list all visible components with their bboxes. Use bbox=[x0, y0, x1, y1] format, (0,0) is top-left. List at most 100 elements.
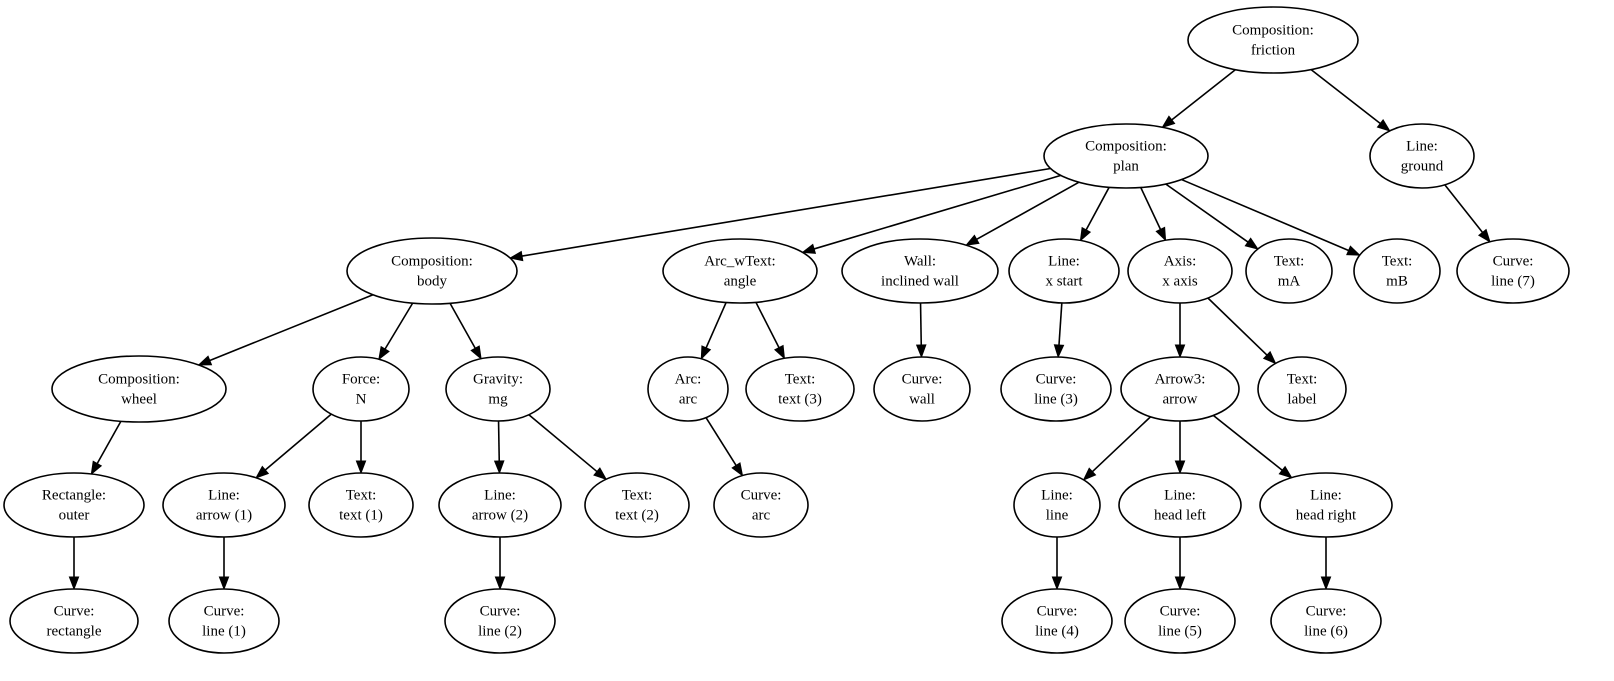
node-label-type: Text: bbox=[1382, 253, 1413, 269]
node-label-type: Line: bbox=[1041, 487, 1073, 503]
node-ellipse[interactable] bbox=[438, 472, 562, 538]
graph-node-x-axis[interactable]: Axis:x axis bbox=[1127, 238, 1233, 304]
node-label-name: body bbox=[417, 273, 448, 289]
node-ellipse[interactable] bbox=[1245, 238, 1333, 304]
node-ellipse[interactable] bbox=[168, 588, 280, 654]
graph-node-curve-arc[interactable]: Curve:arc bbox=[713, 472, 809, 538]
graph-node-inclined-wall[interactable]: Wall:inclined wall bbox=[841, 238, 999, 304]
node-ellipse[interactable] bbox=[873, 356, 971, 422]
node-ellipse[interactable] bbox=[713, 472, 809, 538]
node-label-name: inclined wall bbox=[881, 273, 959, 289]
graph-node-curve-rect[interactable]: Curve:rectangle bbox=[9, 588, 139, 654]
graph-node-arrow-1[interactable]: Line:arrow (1) bbox=[162, 472, 286, 538]
graph-node-arrow3[interactable]: Arrow3:arrow bbox=[1120, 356, 1240, 422]
node-label-name: friction bbox=[1251, 42, 1296, 58]
node-ellipse[interactable] bbox=[308, 472, 414, 538]
graph-edge bbox=[705, 302, 727, 349]
graph-node-text-mB[interactable]: Text: mB bbox=[1353, 238, 1441, 304]
node-ellipse[interactable] bbox=[445, 356, 551, 422]
node-ellipse[interactable] bbox=[162, 472, 286, 538]
graph-node-curve-wall[interactable]: Curve:wall bbox=[873, 356, 971, 422]
graph-edge-arrowhead bbox=[197, 355, 213, 366]
graph-node-curve-line-1[interactable]: Curve:line (1) bbox=[168, 588, 280, 654]
node-ellipse[interactable] bbox=[1270, 588, 1382, 654]
node-ellipse[interactable] bbox=[1043, 123, 1209, 189]
node-ellipse[interactable] bbox=[1259, 472, 1393, 538]
node-ellipse[interactable] bbox=[647, 356, 729, 422]
node-ellipse[interactable] bbox=[1118, 472, 1242, 538]
node-label-type: Gravity: bbox=[473, 371, 523, 387]
node-ellipse[interactable] bbox=[1000, 356, 1112, 422]
graph-edge-arrowhead bbox=[90, 460, 103, 476]
graph-node-x-start[interactable]: Line:x start bbox=[1008, 238, 1120, 304]
node-ellipse[interactable] bbox=[1369, 123, 1475, 189]
node-label-type: Text: bbox=[1274, 253, 1305, 269]
node-ellipse[interactable] bbox=[3, 472, 145, 538]
node-label-name: line (2) bbox=[478, 623, 522, 639]
graph-node-curve-line-2[interactable]: Curve:line (2) bbox=[444, 588, 556, 654]
node-ellipse[interactable] bbox=[1124, 588, 1236, 654]
node-label-type: Arc: bbox=[675, 371, 702, 387]
node-ellipse[interactable] bbox=[584, 472, 690, 538]
graph-node-body[interactable]: Composition:body bbox=[346, 237, 518, 305]
node-ellipse[interactable] bbox=[1257, 356, 1347, 422]
graph-node-text-2[interactable]: Text:text (2) bbox=[584, 472, 690, 538]
graph-node-text-1[interactable]: Text:text (1) bbox=[308, 472, 414, 538]
node-ellipse[interactable] bbox=[745, 356, 855, 422]
graph-node-line-line[interactable]: Line:line bbox=[1013, 472, 1101, 538]
graph-edge bbox=[1310, 68, 1381, 125]
node-ellipse[interactable] bbox=[1001, 588, 1113, 654]
graph-node-friction[interactable]: Composition:friction bbox=[1187, 6, 1359, 74]
graph-edge bbox=[1181, 178, 1349, 252]
graph-node-head-right[interactable]: Line:head right bbox=[1259, 472, 1393, 538]
node-label-name: wall bbox=[909, 391, 935, 407]
graph-node-force-N[interactable]: Force:N bbox=[312, 356, 410, 422]
graph-edge-arrowhead bbox=[494, 576, 506, 591]
node-ellipse[interactable] bbox=[1456, 238, 1570, 304]
node-ellipse[interactable] bbox=[51, 355, 227, 423]
graph-edge bbox=[755, 301, 780, 349]
node-ellipse[interactable] bbox=[662, 238, 818, 304]
node-ellipse[interactable] bbox=[1127, 238, 1233, 304]
graph-node-rectangle[interactable]: Rectangle:outer bbox=[3, 472, 145, 538]
graph-edge bbox=[1171, 68, 1236, 121]
node-ellipse[interactable] bbox=[1187, 6, 1359, 74]
node-ellipse[interactable] bbox=[1353, 238, 1441, 304]
graph-node-gravity-mg[interactable]: Gravity:mg bbox=[445, 356, 551, 422]
node-ellipse[interactable] bbox=[346, 237, 518, 305]
graph-node-curve-line-4[interactable]: Curve:line (4) bbox=[1001, 588, 1113, 654]
node-ellipse[interactable] bbox=[9, 588, 139, 654]
node-label-name: line (1) bbox=[202, 623, 246, 639]
graph-edge-arrowhead bbox=[1051, 576, 1063, 591]
graph-node-line-3[interactable]: Curve:line (3) bbox=[1000, 356, 1112, 422]
graph-node-line-7[interactable]: Curve:line (7) bbox=[1456, 238, 1570, 304]
graph-node-wheel[interactable]: Composition:wheel bbox=[51, 355, 227, 423]
node-ellipse[interactable] bbox=[1120, 356, 1240, 422]
node-label-name: x start bbox=[1045, 273, 1083, 289]
graph-node-arc[interactable]: Arc:arc bbox=[647, 356, 729, 422]
graph-node-curve-line-6[interactable]: Curve:line (6) bbox=[1270, 588, 1382, 654]
graph-edge bbox=[1091, 416, 1152, 473]
node-ellipse[interactable] bbox=[312, 356, 410, 422]
graph-node-plan[interactable]: Composition:plan bbox=[1043, 123, 1209, 189]
node-ellipse[interactable] bbox=[1013, 472, 1101, 538]
node-label-name: mB bbox=[1386, 273, 1408, 289]
node-label-name: arrow (2) bbox=[472, 507, 528, 523]
graph-node-angle[interactable]: Arc_wText:angle bbox=[662, 238, 818, 304]
node-label-type: Line: bbox=[1164, 487, 1196, 503]
graph-edge-arrowhead bbox=[1262, 350, 1277, 365]
node-ellipse[interactable] bbox=[1008, 238, 1120, 304]
graph-node-ground[interactable]: Line:ground bbox=[1369, 123, 1475, 189]
graph-node-text-3[interactable]: Text:text (3) bbox=[745, 356, 855, 422]
node-label-name: N bbox=[356, 391, 367, 407]
node-ellipse[interactable] bbox=[444, 588, 556, 654]
graph-node-text-mA[interactable]: Text:mA bbox=[1245, 238, 1333, 304]
graph-node-text-label[interactable]: Text:label bbox=[1257, 356, 1347, 422]
node-label-type: Curve: bbox=[1493, 253, 1534, 269]
graph-edge bbox=[705, 417, 737, 466]
graph-edge-arrowhead bbox=[1161, 115, 1176, 129]
node-ellipse[interactable] bbox=[841, 238, 999, 304]
graph-node-arrow-2[interactable]: Line:arrow (2) bbox=[438, 472, 562, 538]
graph-node-curve-line-5[interactable]: Curve:line (5) bbox=[1124, 588, 1236, 654]
graph-node-head-left[interactable]: Line:head left bbox=[1118, 472, 1242, 538]
